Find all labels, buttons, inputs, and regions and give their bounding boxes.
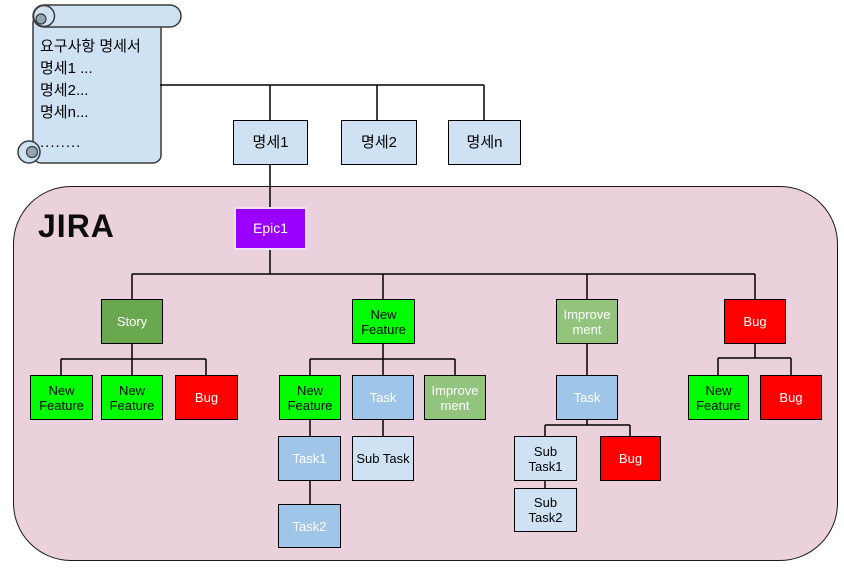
scroll-line-dots: ........ [40, 134, 82, 151]
node-new-feature-3: New Feature [279, 375, 341, 420]
node-bug-3: Bug [760, 375, 822, 420]
spec-box-1: 명세1 [233, 120, 308, 165]
requirements-scroll [17, 4, 182, 164]
node-story: Story [101, 299, 163, 344]
node-new-feature-4: New Feature [688, 375, 749, 420]
scroll-text: 요구사항 명세서 명세1 ... 명세2... 명세n... ........ [40, 36, 158, 154]
node-task-b: Task [556, 375, 618, 420]
node-improvement-2: Improvement [424, 375, 486, 420]
node-task-a: Task [352, 375, 414, 420]
node-bug-1: Bug [175, 375, 238, 420]
node-task1: Task1 [278, 436, 341, 481]
scroll-line-title: 요구사항 명세서 [40, 38, 141, 55]
jira-title: JIRA [38, 208, 115, 244]
scroll-line-spec2: 명세2... [40, 82, 89, 99]
node-new-feature-1: New Feature [30, 375, 93, 420]
scroll-line-specn: 명세n... [40, 104, 89, 121]
node-bug-main: Bug [724, 299, 786, 344]
spec-box-n: 명세n [448, 120, 521, 165]
node-improvement-main: Improvement [556, 299, 618, 344]
node-new-feature-2: New Feature [101, 375, 163, 420]
jira-container [13, 186, 838, 561]
node-epic1: Epic1 [234, 207, 307, 250]
node-task2: Task2 [278, 504, 341, 548]
scroll-bottom-curl-inner [25, 145, 39, 159]
node-sub-task1: Sub Task1 [514, 436, 577, 481]
node-bug-2: Bug [600, 436, 661, 481]
node-sub-task: Sub Task [352, 436, 414, 481]
spec-box-2: 명세2 [341, 120, 417, 165]
scroll-top-curl-inner [35, 13, 47, 25]
node-sub-task2: Sub Task2 [514, 488, 577, 532]
node-new-feature-main: New Feature [352, 299, 415, 344]
scroll-line-spec1: 명세1 ... [40, 60, 93, 77]
